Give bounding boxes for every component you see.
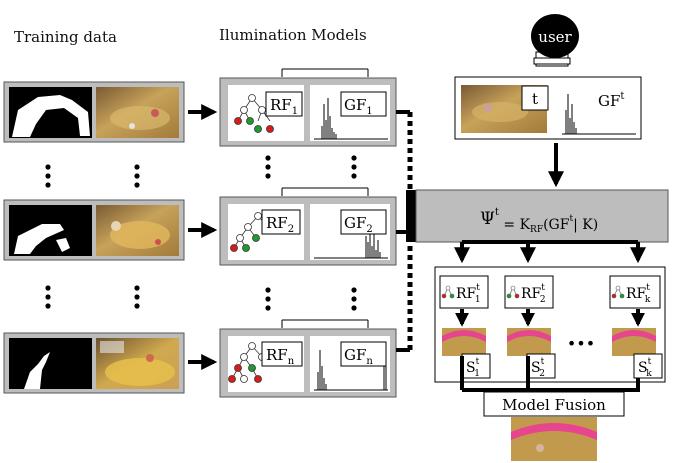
rf-superscript: t — [541, 283, 545, 293]
svg-text:RFn: RFn — [266, 346, 295, 367]
tree-icon — [611, 285, 625, 299]
psi-superscript: t — [495, 207, 499, 218]
s-subscript: 1 — [474, 369, 480, 379]
rf-superscript: t — [476, 283, 480, 293]
rf-label: RF — [266, 346, 288, 364]
s-label: S — [638, 360, 648, 376]
k-subscript: RF — [530, 225, 543, 235]
rf-subscript: 1 — [475, 295, 481, 305]
rf-subscript: 2 — [288, 224, 294, 235]
s-superscript: t — [541, 357, 545, 367]
tree-icon — [506, 285, 520, 299]
s-subscript: k — [646, 369, 652, 379]
training-data-header: Training data — [14, 28, 117, 46]
test-frame-box: t GFt — [454, 76, 642, 140]
gf-open: (GF — [543, 217, 570, 233]
gf-t-label: GF — [598, 92, 620, 110]
svg-text:GF2: GF2 — [344, 214, 373, 235]
rf-superscript: t — [646, 283, 650, 293]
rf-subscript: n — [288, 356, 295, 367]
s-label: S — [466, 360, 476, 376]
psi-equals: = K — [499, 217, 531, 233]
gf-t-superscript: t — [620, 91, 624, 102]
training-row-1 — [3, 81, 185, 143]
rf-label: RF — [270, 96, 292, 114]
t-label: t — [532, 90, 538, 108]
psi-to-models-arrows — [454, 240, 646, 264]
illumination-models-header: Ilumination Models — [219, 26, 367, 44]
s-superscript: t — [476, 357, 480, 367]
training-row-n — [3, 332, 185, 394]
psi-selection-box: Ψt = KRF(GFt| K) — [415, 189, 669, 243]
gf-subscript: 1 — [366, 106, 372, 117]
rf-label: RF — [456, 286, 477, 302]
psi-rest: | K) — [573, 217, 598, 233]
user-label: user — [538, 28, 572, 46]
svg-text:Stk: Stk — [638, 357, 652, 379]
rf-subscript: 2 — [540, 295, 546, 305]
psi-input-bar — [406, 190, 416, 242]
model-panel-n: RFn GFn — [219, 319, 397, 398]
s-superscript: t — [648, 357, 652, 367]
svg-text:RF2: RF2 — [266, 214, 294, 235]
rf-subscript: k — [645, 295, 651, 305]
svg-text:St2: St 2 — [531, 357, 545, 379]
random-forest-tree-icon — [228, 342, 266, 383]
svg-text:GFn: GFn — [344, 346, 373, 367]
rf-label: RF — [521, 286, 542, 302]
training-to-model-arrows — [188, 104, 218, 370]
user-icon: user — [531, 14, 579, 67]
model-panel-1: RF1 GF1 — [219, 68, 397, 147]
fusion-output-image — [511, 417, 597, 461]
gf-superscript: t — [569, 214, 573, 224]
models-to-fusion-connectors — [460, 356, 640, 392]
model-panel-2: RF2 GF2 — [219, 187, 397, 266]
gf-label: GF — [344, 346, 366, 364]
test-histogram-icon — [562, 94, 636, 135]
svg-text:RF1: RF1 — [270, 96, 298, 117]
histogram-icon — [314, 98, 388, 140]
svg-text:GFt: GFt — [598, 91, 624, 110]
horizontal-ellipsis: ••• — [567, 334, 595, 353]
svg-text:St1: St 1 — [466, 357, 480, 379]
rf-label: RF — [266, 214, 288, 232]
svg-text:GF1: GF1 — [344, 96, 373, 117]
model-to-psi-connectors — [396, 110, 413, 352]
s-label: S — [531, 360, 541, 376]
gf-subscript: 2 — [366, 224, 372, 235]
gf-label: GF — [344, 214, 366, 232]
hand-mask-image — [9, 338, 92, 389]
vertical-ellipsis — [45, 155, 357, 311]
tree-icon — [441, 285, 455, 299]
model-fusion-label: Model Fusion — [502, 396, 606, 414]
psi-symbol: Ψ — [480, 209, 495, 229]
training-row-2 — [3, 199, 185, 261]
rf-subscript: 1 — [292, 106, 298, 117]
rf-label: RF — [626, 286, 647, 302]
random-forest-tree-icon — [234, 94, 274, 133]
s-subscript: 2 — [539, 369, 545, 379]
svg-text:Ψt = KRF(GFt| K): Ψt = KRF(GFt| K) — [480, 207, 598, 235]
gf-subscript: n — [366, 356, 373, 367]
gf-label: GF — [344, 96, 366, 114]
